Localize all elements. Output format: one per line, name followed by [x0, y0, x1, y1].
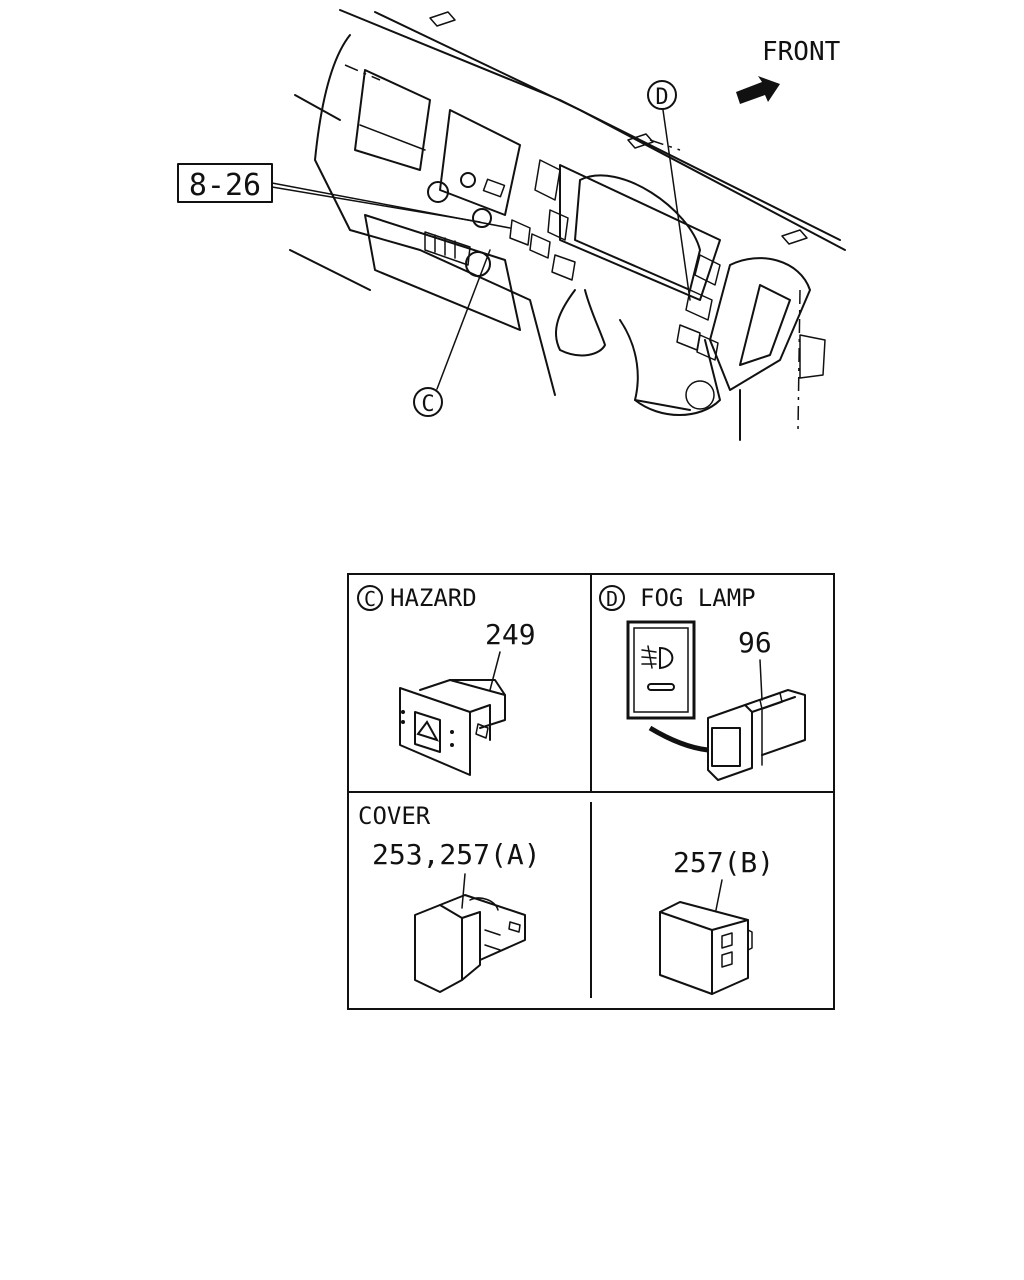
fog-lamp-title: FOG LAMP: [640, 584, 756, 612]
detail-grid: [347, 573, 835, 1010]
front-label: FRONT: [762, 37, 841, 67]
cover-b-drawing: [659, 901, 753, 995]
callout-c[interactable]: C: [413, 387, 443, 417]
cover-a-drawing: [414, 894, 526, 993]
cover-b-part-number[interactable]: 257(B): [673, 846, 774, 879]
hazard-part-number[interactable]: 249: [485, 618, 536, 651]
fog-lamp-switch-face: [626, 620, 696, 720]
leader-lines: [271, 109, 691, 390]
fog-lamp-part-number[interactable]: 96: [738, 626, 772, 659]
cover-title: COVER: [358, 802, 431, 830]
panel-hazard: C HAZARD 249: [357, 584, 536, 776]
hazard-marker: C: [364, 587, 376, 611]
hazard-switch-drawing: [399, 679, 506, 776]
panel-fog-lamp: D FOG LAMP 96: [599, 584, 806, 781]
fog-lamp-switch-drawing: [707, 689, 806, 781]
fog-lamp-icon: [659, 646, 674, 670]
hazard-title: HAZARD: [390, 584, 477, 612]
panel-cover-b: 257(B): [659, 846, 774, 995]
cover-a-part-number[interactable]: 253,257(A): [372, 838, 541, 871]
callout-d-label: D: [655, 85, 668, 110]
callout-d[interactable]: D: [647, 80, 677, 110]
front-arrow-icon: [736, 76, 780, 104]
fog-lamp-marker: D: [606, 587, 618, 611]
dashboard-illustration: [289, 9, 846, 441]
reference-box-label: 8-26: [189, 168, 261, 203]
callout-c-label: C: [421, 392, 434, 417]
reference-box[interactable]: 8-26: [177, 163, 273, 203]
front-indicator: FRONT: [736, 37, 841, 104]
panel-cover-a: COVER 253,257(A): [358, 802, 541, 993]
